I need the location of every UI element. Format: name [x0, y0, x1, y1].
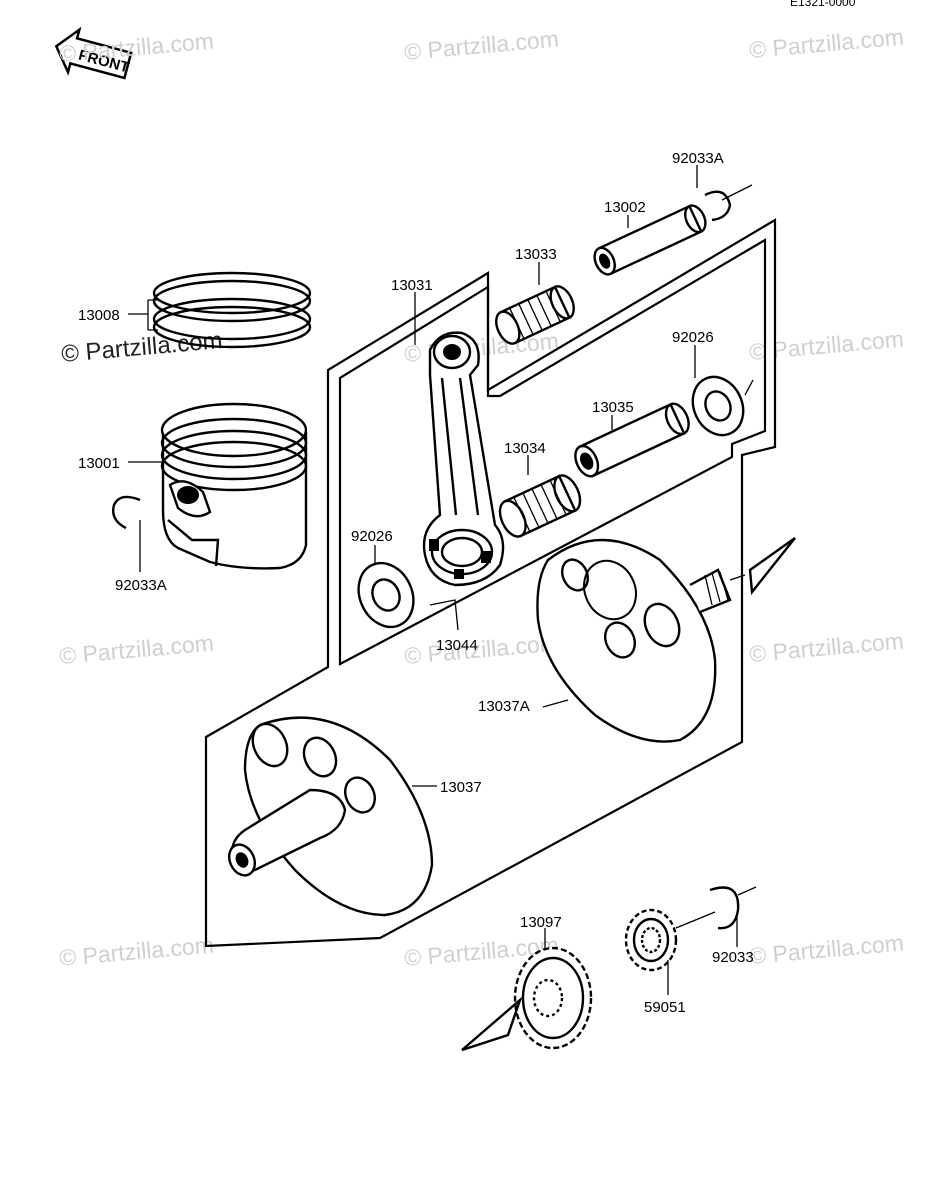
piston-pin-clip-left — [112, 495, 141, 530]
connecting-rod — [422, 331, 505, 587]
drawing-code: E1321-0000 — [790, 0, 856, 9]
callout-92033a-top: 92033A — [672, 150, 724, 167]
callout-13097: 13097 — [520, 914, 562, 931]
callout-13035: 13035 — [592, 399, 634, 416]
piston — [160, 402, 308, 570]
crank-flywheel-right — [536, 538, 732, 743]
thrust-washer-right — [691, 375, 745, 437]
callout-13044: 13044 — [436, 637, 478, 654]
callout-92033a-left: 92033A — [115, 577, 167, 594]
watermark: © Partzilla.com — [58, 932, 215, 971]
callout-92033: 92033 — [712, 949, 754, 966]
leader-lines — [128, 165, 738, 995]
watermark: © Partzilla.com — [748, 628, 905, 667]
piston-rings — [152, 271, 312, 349]
watermark: © Partzilla.com — [60, 327, 223, 368]
watermark: © Partzilla.com — [748, 24, 905, 63]
callout-92026-right: 92026 — [672, 329, 714, 346]
watermark: © Partzilla.com — [403, 630, 560, 669]
front-arrow-icon: FRONT — [54, 26, 133, 80]
watermark: © Partzilla.com — [58, 630, 215, 669]
callout-13031: 13031 — [391, 277, 433, 294]
callout-13033: 13033 — [515, 246, 557, 263]
callout-13001: 13001 — [78, 455, 120, 472]
primary-gear — [513, 946, 593, 1050]
callout-13037: 13037 — [440, 779, 482, 796]
watermark: © Partzilla.com — [403, 26, 560, 65]
callout-13008: 13008 — [78, 307, 120, 324]
callout-92026-left: 92026 — [351, 528, 393, 545]
crankshaft-assembly-outline — [204, 218, 777, 948]
big-end-bearing — [498, 474, 582, 538]
callout-13034: 13034 — [504, 440, 546, 457]
thrust-washer-left — [357, 561, 415, 629]
watermark: © Partzilla.com — [748, 930, 905, 969]
piston-pin — [593, 204, 707, 276]
conrod-assembly-outline — [338, 238, 767, 666]
callout-13037a: 13037A — [478, 698, 530, 715]
callout-13002: 13002 — [604, 199, 646, 216]
sprocket-gear — [624, 908, 678, 972]
callout-labels: 13008 13001 92033A 92033A 13002 13033 13… — [78, 150, 754, 1016]
watermark: © Partzilla.com — [748, 326, 905, 365]
circlip — [709, 886, 740, 930]
watermark: © Partzilla.com — [58, 28, 215, 67]
callout-59051: 59051 — [644, 999, 686, 1016]
small-end-bearing — [495, 285, 575, 345]
piston-pin-clip-right — [704, 190, 732, 222]
crank-pin — [574, 402, 690, 478]
crank-flywheel-left — [227, 716, 434, 917]
